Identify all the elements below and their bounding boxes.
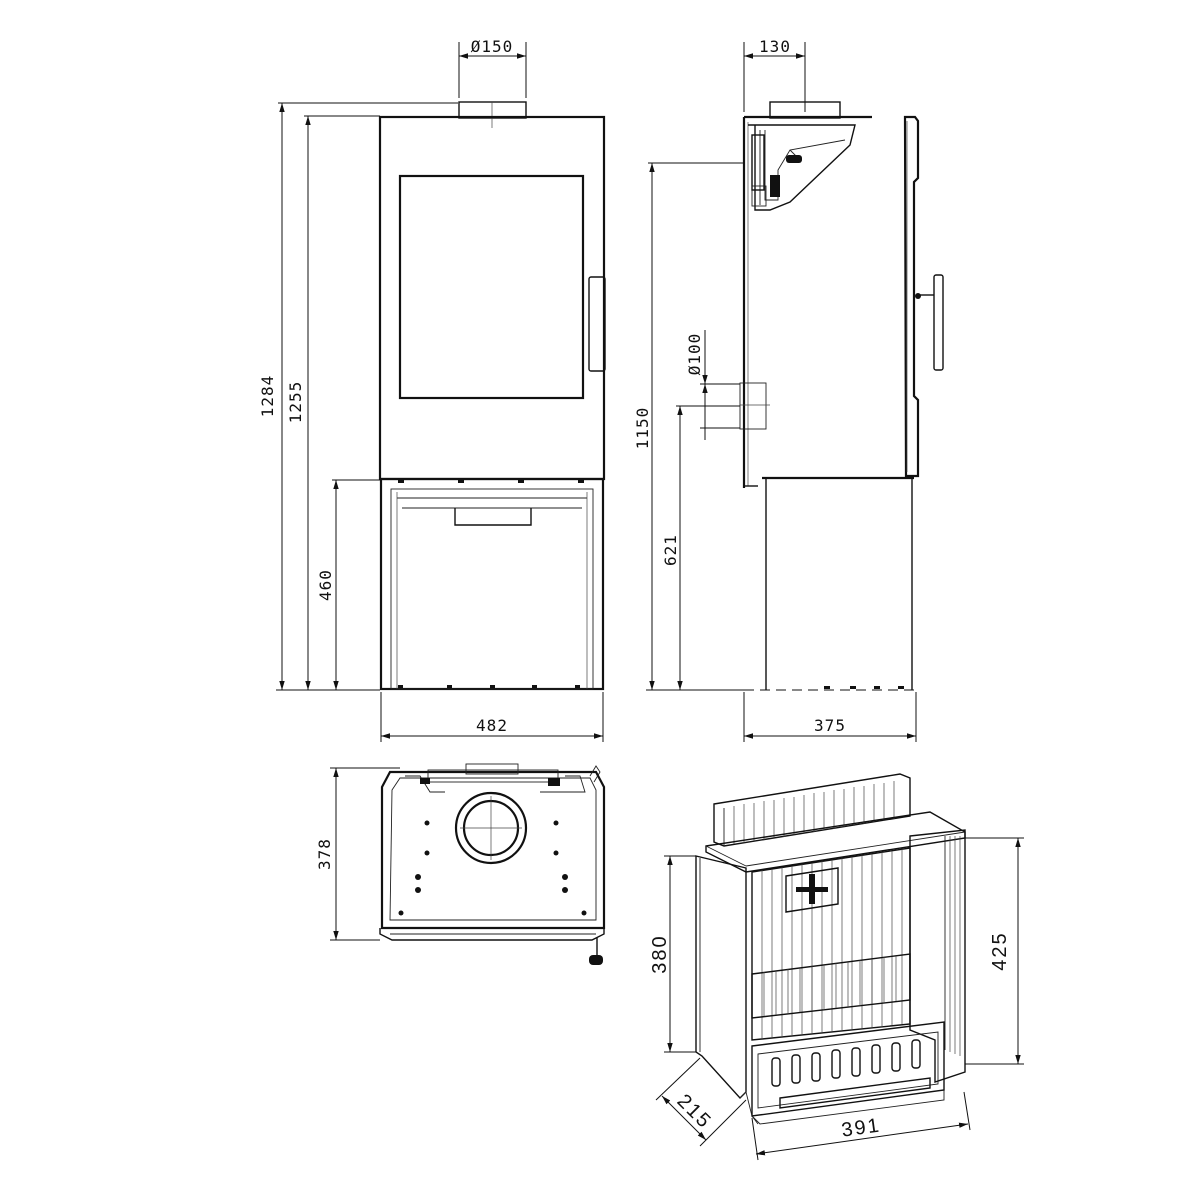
dim-side-outlet-height: 1150 [633,407,652,450]
front-bolts [398,480,584,688]
dim-rear-outlet-height: 621 [661,534,680,566]
dim-plan-depth: 378 [315,838,334,870]
side-dimensions: 130 1150 Ø100 621 375 [633,37,917,742]
dim-body-height: 1255 [286,381,305,424]
grate-bars [771,1039,921,1087]
plan-dimensions: 378 [315,767,400,941]
front-dimensions: Ø150 1284 1255 460 482 [258,37,604,742]
dim-front-width: 482 [476,716,508,735]
dim-flue-diameter: Ø150 [471,37,514,56]
dim-total-height: 1284 [258,375,277,418]
side-view [739,101,944,691]
front-view [378,101,606,691]
dim-firebox-rear-height: 425 [989,931,1011,970]
dim-depth: 375 [814,716,846,735]
plan-view [379,763,606,965]
dim-firebox-depth: 215 [673,1090,716,1133]
dim-rear-outlet-diameter: Ø100 [685,333,704,376]
dim-firebox-width: 391 [840,1114,882,1141]
dim-firebox-height: 380 [649,934,671,973]
dim-side-flue-offset: 130 [759,37,791,56]
firebox-dimensions: 380 425 215 391 [649,837,1024,1161]
dim-base-height: 460 [316,569,335,601]
firebox-isometric [695,773,966,1125]
